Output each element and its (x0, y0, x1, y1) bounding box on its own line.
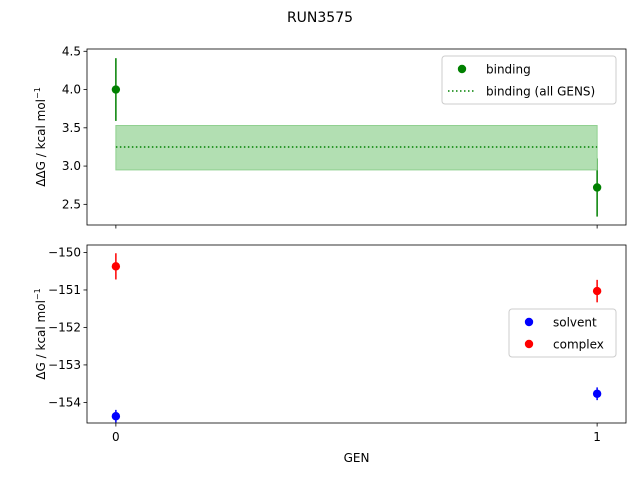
bottom-panel-yticks: −154 −153 −152 −151 −150 (48, 245, 87, 409)
bottom-panel-legend: solvent complex (508, 308, 617, 358)
confidence-band (115, 125, 598, 171)
legend-frame (441, 55, 617, 105)
figure-title: RUN3575 (287, 10, 353, 26)
data-point (592, 286, 602, 296)
legend-label: solvent (553, 316, 597, 330)
legend-point-marker (457, 64, 467, 74)
top-panel-marks (111, 58, 602, 217)
top-panel-legend: binding binding (all GENS) (441, 55, 617, 105)
y-tick-label: −152 (48, 320, 81, 334)
legend-point-marker (524, 317, 534, 327)
top-panel-frame (86, 48, 627, 226)
top-panel-yticks: 2.5 3.0 3.5 4.0 4.5 (62, 44, 87, 211)
data-point (111, 262, 121, 271)
bottom-panel-ylabel: ΔG / kcal mol−1 (33, 288, 48, 379)
legend-label: binding (486, 63, 531, 77)
y-tick-label: −150 (48, 245, 81, 259)
top-panel-xticks (115, 225, 598, 229)
data-point (111, 85, 121, 94)
y-tick-label: −151 (48, 283, 81, 297)
x-tick-label: 0 (112, 430, 120, 444)
top-panel-ylabel: ΔΔG / kcal mol−1 (33, 87, 48, 187)
top-panel: 2.5 3.0 3.5 4.0 4.5 ΔΔG / kcal mol−1 binding… (33, 44, 627, 229)
ylabel-sup: −1 (33, 288, 42, 300)
y-tick-label: 2.5 (62, 197, 81, 211)
data-point (111, 412, 121, 421)
y-tick-label: 3.5 (62, 121, 81, 135)
x-tick-label: 1 (593, 430, 601, 444)
y-tick-label: 4.5 (62, 44, 81, 58)
legend-frame (508, 308, 617, 358)
y-tick-label: −154 (48, 395, 81, 409)
y-tick-label: 4.0 (62, 83, 81, 97)
bottom-panel-frame (86, 244, 627, 424)
legend-label: binding (all GENS) (486, 85, 595, 99)
bottom-panel-marks (111, 253, 602, 423)
data-point (592, 389, 602, 398)
ylabel-main: ΔG / kcal mol (34, 300, 48, 380)
legend-point-marker (524, 339, 534, 349)
ylabel-main: ΔΔG / kcal mol (34, 99, 48, 187)
data-point (592, 183, 602, 192)
ylabel-sup: −1 (33, 87, 42, 99)
y-tick-label: −153 (48, 358, 81, 372)
y-tick-label: 3.0 (62, 159, 81, 173)
legend-label: complex (553, 338, 604, 352)
bottom-panel-xlabel: GEN (344, 451, 370, 465)
